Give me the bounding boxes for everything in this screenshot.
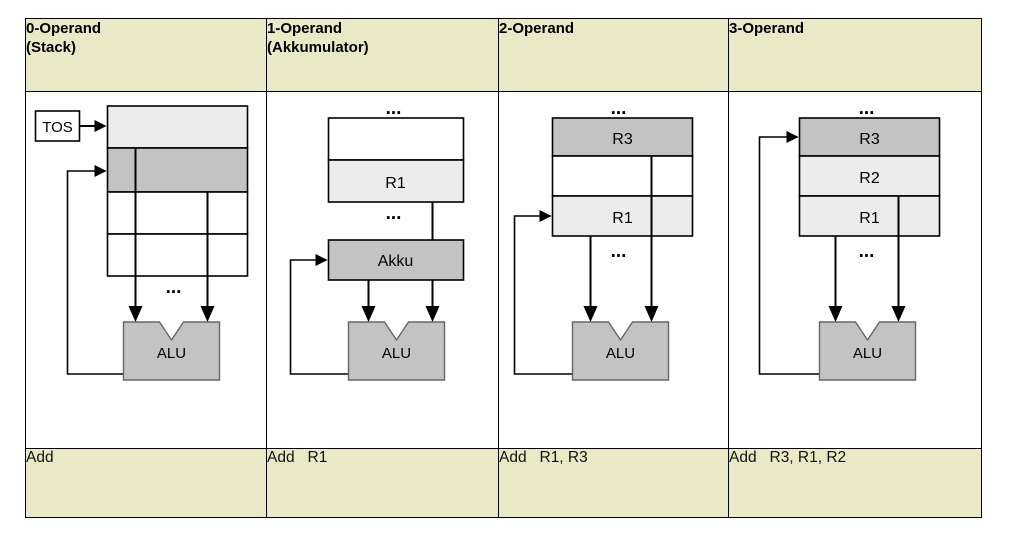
- diagram-cell-2-operand: ... R3 R1 ...: [498, 90, 729, 450]
- reg-label-r3: R3: [612, 131, 633, 148]
- regfile-top-ellipsis: ...: [611, 98, 627, 119]
- header-1-operand: 1-Operand (Akkumulator): [266, 18, 499, 92]
- regfile-bottom-ellipsis: ...: [859, 241, 875, 262]
- stack-ellipsis: ...: [166, 277, 182, 298]
- instruction-row: Add Add R1 Add R1, R3 Add R3, R1, R2: [25, 448, 982, 518]
- diagram-cell-0-operand: TOS ... ALU: [25, 90, 267, 450]
- diagram-cell-1-operand: ... R1 ... Akku: [266, 90, 499, 450]
- operand-format-table: 0-Operand (Stack) 1-Operand (Akkumulator…: [25, 18, 982, 518]
- operand-head-r1: [828, 305, 843, 322]
- reg-cell-r1: [551, 194, 694, 237]
- reg-label-r1: R1: [859, 210, 880, 227]
- alu-shape: [571, 321, 670, 381]
- alu-label: ALU: [157, 345, 186, 362]
- reg-cell-r2: [798, 154, 941, 197]
- header-3-operand: 3-Operand: [728, 18, 982, 92]
- r1-operand-head: [425, 305, 440, 322]
- two-operand-diagram: ... R3 R1 ...: [513, 98, 694, 381]
- tos-label: TOS: [42, 119, 73, 136]
- instruction-1-operand: Add R1: [266, 448, 499, 518]
- regfile-bottom-ellipsis: ...: [386, 203, 402, 224]
- stack-operand-head-b: [200, 305, 215, 322]
- reg-cell-r1: [327, 158, 465, 203]
- tos-arrow-head: [94, 119, 107, 132]
- operand-head-r2: [891, 305, 906, 322]
- operand-head-r1: [583, 305, 598, 322]
- alu-label: ALU: [853, 345, 882, 362]
- alu-shape: [818, 321, 917, 381]
- reg-cell-r3: [551, 116, 694, 157]
- three-operand-diagram: ... R3 R2 R1 ...: [758, 98, 941, 381]
- reg-label-r3: R3: [859, 131, 880, 148]
- akku-box: [327, 238, 465, 281]
- header-row: 0-Operand (Stack) 1-Operand (Akkumulator…: [25, 18, 982, 92]
- stack-diagram: TOS ... ALU: [34, 104, 249, 381]
- instruction-2-operand: Add R1, R3: [498, 448, 729, 518]
- stack-cell-3: [106, 232, 249, 277]
- stack-cell-2: [106, 190, 249, 235]
- accumulator-diagram: ... R1 ... Akku: [289, 98, 465, 381]
- stack-cell-0: [106, 104, 249, 149]
- alu-shape: [122, 321, 221, 381]
- akku-label: Akku: [378, 253, 414, 270]
- operand-head-r3: [644, 305, 659, 322]
- alu-label: ALU: [382, 345, 411, 362]
- instruction-3-operand: Add R3, R1, R2: [728, 448, 982, 518]
- header-0-operand: 0-Operand (Stack): [25, 18, 267, 92]
- reg-label-r2: R2: [859, 170, 880, 187]
- header-2-operand: 2-Operand: [498, 18, 729, 92]
- diagram-cell-3-operand: ... R3 R2 R1 ...: [728, 90, 982, 450]
- reg-cell-blank: [551, 154, 694, 197]
- regfile-top-ellipsis: ...: [859, 98, 875, 119]
- reg-cell-r1: [798, 194, 941, 237]
- reg-label-r1: R1: [612, 210, 633, 227]
- stack-cell-1: [106, 146, 249, 193]
- diagram-row: TOS ... ALU: [25, 90, 982, 450]
- reg-cell-blank: [327, 116, 465, 161]
- reg-label-r1: R1: [385, 175, 406, 192]
- alu-label: ALU: [606, 345, 635, 362]
- akku-operand-head: [361, 305, 376, 322]
- akku-writeback-head: [315, 253, 328, 266]
- writeback-head: [539, 209, 552, 222]
- writeback-head: [786, 130, 799, 143]
- stack-operand-head-a: [128, 305, 143, 322]
- stack-writeback-head: [94, 164, 107, 177]
- instruction-0-operand: Add: [25, 448, 267, 518]
- regfile-top-ellipsis: ...: [386, 98, 402, 119]
- regfile-bottom-ellipsis: ...: [611, 241, 627, 262]
- alu-shape: [347, 321, 446, 381]
